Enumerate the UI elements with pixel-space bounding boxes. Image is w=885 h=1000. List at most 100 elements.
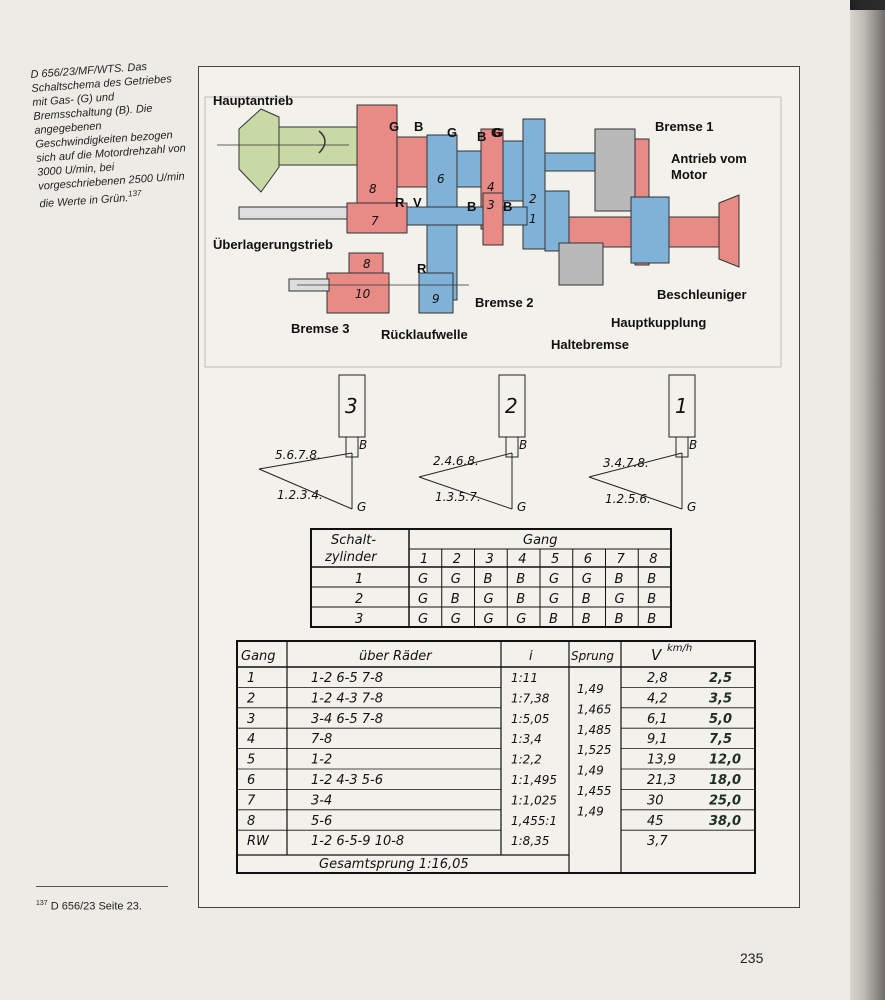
page-stack-edge	[850, 10, 885, 1000]
gear-table-speed-green: 7,5	[709, 732, 732, 747]
shift-table-cell: G	[516, 612, 526, 627]
caption-text: D 656/23/MF/WTS. Das Schaltschema des Ge…	[30, 60, 187, 211]
cylinder-2-top: 2.4.6.8.	[433, 454, 479, 468]
shift-table-gear-4: 4	[518, 552, 526, 567]
shift-table-gear-7: 7	[617, 552, 626, 567]
transmission-figure: 8 7 8 10 6 9 4 3 2 1 G B G G B G R V B	[198, 66, 800, 908]
gear-table-header-gang: Gang	[241, 649, 276, 664]
label-ueberlagerungstrieb: Überlagerungstrieb	[213, 237, 333, 252]
label-haltebremse: Haltebremse	[551, 337, 629, 352]
label-hauptkupplung: Hauptkupplung	[611, 315, 706, 330]
shift-table-header-schalt: Schalt-	[331, 533, 376, 548]
mark-g-3: G	[493, 125, 503, 140]
footnote-ref: 137	[36, 900, 48, 907]
mark-v: V	[413, 195, 422, 210]
shift-table-cylinder-3: 3	[355, 612, 363, 627]
shift-cylinder-3: 3 B G 5.6.7.8. 1.2.3.4.	[258, 374, 367, 514]
gear-table-speed-green: 18,0	[709, 773, 741, 788]
shift-table-gear-1: 1	[420, 552, 428, 567]
gear-block-9	[418, 272, 454, 314]
gear-table-ratio: 1:5,05	[511, 712, 549, 726]
label-motor: Motor	[671, 167, 707, 182]
gear-table-gang: 1	[247, 671, 255, 686]
gear-table-speed-green: 2,5	[709, 671, 732, 686]
gear-table-raeder: 3-4 6-5 7-8	[311, 712, 383, 727]
shift-cylinder-1: 1 B G 3.4.7.8. 1.2.5.6.	[588, 374, 697, 514]
shift-table-cell: B	[615, 612, 624, 627]
shift-table-cell: B	[615, 572, 624, 587]
mark-r-1: R	[395, 195, 405, 210]
gear-table-ratio: 1:2,2	[511, 753, 542, 767]
mark-g-1: G	[389, 119, 399, 134]
cylinder-1-bottom: 1.2.5.6.	[605, 492, 651, 506]
cylinder-2-number: 2	[505, 394, 518, 418]
shift-table-header-zylinder: zylinder	[324, 550, 378, 565]
cylinder-3-top: 5.6.7.8.	[275, 448, 321, 462]
shift-table-gear-8: 8	[649, 552, 657, 567]
caption-footnote-ref: 137	[127, 188, 142, 199]
mark-b-1: B	[414, 119, 423, 134]
gear-table-speed: 45	[647, 814, 664, 829]
figure-svg: 8 7 8 10 6 9 4 3 2 1 G B G G B G R V B	[204, 93, 782, 874]
shift-table-cell: G	[451, 572, 461, 587]
shift-table-gear-3: 3	[486, 552, 494, 567]
shift-table-gear-5: 5	[551, 552, 559, 567]
gear-table-ratio: 1:7,38	[511, 691, 550, 705]
gear-table-ratio: 1:3,4	[511, 732, 542, 746]
gear-table-speed-green: 5,0	[709, 712, 732, 727]
gear-block-7	[346, 202, 408, 234]
main-drive-bevel-gear	[238, 108, 280, 193]
gear-table-sprung: 1,485	[577, 723, 611, 737]
shift-table-cell: G	[582, 572, 592, 587]
shift-table-cell: B	[516, 592, 525, 607]
gear-table-gang: 6	[247, 773, 255, 788]
shift-table-cell: G	[418, 612, 428, 627]
gear-table-header-v: V	[651, 646, 663, 664]
gear-block-8-upper	[356, 104, 398, 214]
gear-table-gang: 3	[247, 712, 255, 727]
gear-table-ratio: 1:1,025	[511, 793, 557, 807]
gear-table-ratio: 1:8,35	[511, 834, 549, 848]
figure-caption: D 656/23/MF/WTS. Das Schaltschema des Ge…	[30, 58, 190, 212]
cylinder-3-g: G	[357, 500, 366, 514]
gear-table-gang: 8	[247, 814, 255, 829]
gear-table-ratio: 1:1,495	[511, 773, 557, 787]
cylinder-2-bottom: 1.3.5.7.	[435, 490, 481, 504]
cylinder-3-bottom: 1.2.3.4.	[277, 488, 323, 502]
main-clutch	[558, 242, 604, 286]
gear-table-sprung: 1,49	[577, 682, 604, 696]
footnote-text: D 656/23 Seite 23.	[50, 900, 142, 913]
gear-table-header-raeder: über Räder	[359, 649, 433, 664]
shift-table-cell: G	[549, 572, 559, 587]
shift-table-cell: G	[484, 592, 494, 607]
shift-table-cell: B	[516, 572, 525, 587]
gear-number-2: 2	[529, 192, 537, 206]
mark-g-2: G	[447, 125, 457, 140]
gear-block-2	[522, 118, 546, 250]
gear-table-sprung: 1,525	[577, 743, 611, 757]
gear-table-speed: 30	[647, 793, 664, 808]
gear-number-9: 9	[432, 292, 440, 306]
gear-table-gang: 5	[247, 753, 255, 768]
gear-table-sprung: 1,465	[577, 702, 611, 716]
shift-table-cell: G	[615, 592, 625, 607]
footnote-rule	[36, 886, 168, 887]
label-bremse-1: Bremse 1	[655, 119, 714, 134]
gear-table-speed-green: 25,0	[709, 793, 741, 808]
gear-table-sprung: 1,455	[577, 784, 611, 798]
cylinder-2-g: G	[517, 500, 526, 514]
gear-table-sprung: 1,49	[577, 804, 604, 818]
cylinder-1-b: B	[689, 438, 697, 452]
label-ruecklaufwelle: Rücklaufwelle	[381, 327, 468, 342]
cylinder-1-top: 3.4.7.8.	[603, 456, 649, 470]
gear-table-raeder: 1-2 6-5-9 10-8	[311, 834, 404, 849]
gear-block-1	[544, 190, 570, 252]
mark-b-2: B	[477, 129, 486, 144]
mark-r-2: R	[417, 261, 427, 276]
shift-table-cell: G	[451, 612, 461, 627]
gear-number-1: 1	[529, 212, 537, 226]
mark-b-3: B	[467, 199, 476, 214]
gear-table-header-i: i	[529, 649, 533, 664]
label-beschleuniger: Beschleuniger	[657, 287, 747, 302]
